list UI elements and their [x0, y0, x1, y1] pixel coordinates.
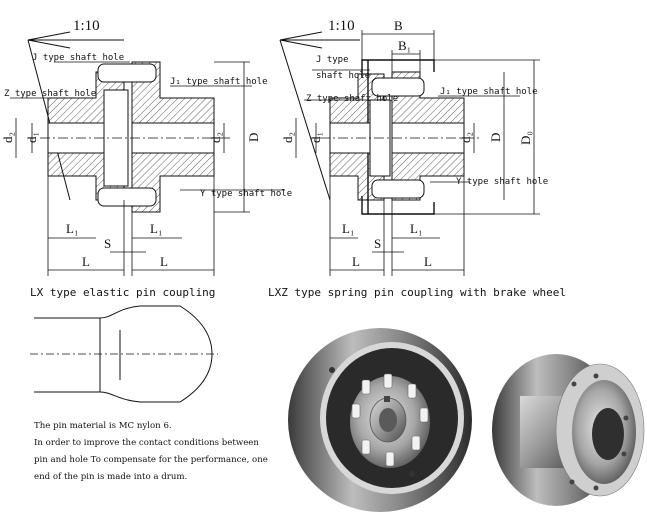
- lxz-dim-L-left: L: [352, 254, 360, 269]
- lx-caption: LX type elastic pin coupling: [30, 286, 216, 299]
- lx-label-z-hole: Z type shaft hole: [4, 89, 96, 99]
- lxz-dim-L-right: L: [424, 254, 432, 269]
- lxz-dim-L1-left: L₁: [342, 221, 354, 236]
- lx-dim-L1-left: L₁: [66, 221, 78, 236]
- lxz-coupling-drawing: 1:10 B B: [279, 18, 548, 276]
- note-line-3: pin and hole To compensate for the perfo…: [34, 455, 268, 465]
- lx-dim-d2-left: d₂: [0, 132, 15, 143]
- lxz-dim-d2-left: d₂: [280, 132, 295, 143]
- note-line-4: end of the pin is made into a drum.: [34, 472, 188, 482]
- lx-dim-d1: d₁: [24, 132, 39, 143]
- note-line-2: In order to improve the contact conditio…: [34, 438, 259, 448]
- lxz-dim-B1: B₁: [398, 38, 411, 53]
- lx-label-y-hole: Y type shaft hole: [200, 189, 292, 199]
- lxz-label-j1-hole: J₁ type shaft hole: [440, 87, 538, 97]
- lxz-label-j-hole-line1: J type: [316, 55, 349, 65]
- lxz-dim-D: D: [488, 133, 503, 142]
- lx-label-j1-hole: J₁ type shaft hole: [170, 77, 268, 87]
- lxz-dim-d2-right: d₂: [458, 132, 473, 143]
- elastic-pin-coupling-photo: [492, 354, 645, 506]
- note-line-1: The pin material is MC nylon 6.: [34, 421, 172, 431]
- lxz-dim-D0: D₀: [518, 131, 533, 145]
- lxz-taper-ratio: 1:10: [328, 18, 355, 34]
- pin-material-note: The pin material is MC nylon 6. In order…: [34, 418, 279, 486]
- lxz-label-j-hole-line2: shaft hole: [316, 71, 370, 81]
- lxz-dim-d1: d₁: [308, 132, 323, 143]
- pin-profile-drawing: [30, 305, 218, 403]
- lx-dim-D: D: [246, 133, 261, 142]
- lxz-label-y-hole: Y type shaft hole: [456, 177, 548, 187]
- lx-dim-L-left: L: [82, 254, 90, 269]
- lxz-caption: LXZ type spring pin coupling with brake …: [268, 286, 567, 299]
- lx-dim-L-right: L: [160, 254, 168, 269]
- lx-dim-S: S: [104, 236, 111, 251]
- lx-dim-L1-right: L₁: [150, 221, 162, 236]
- lx-coupling-drawing: 1:10 J type shaft hole J₁ type shaft hol…: [0, 18, 292, 276]
- lxz-label-z-hole: Z type shaft hole: [306, 94, 398, 104]
- lxz-taper-symbol: [279, 31, 360, 201]
- lxz-dim-L1-right: L₁: [410, 221, 422, 236]
- lx-taper-ratio: 1:10: [73, 18, 100, 34]
- lxz-dim-B: B: [394, 18, 403, 33]
- lx-dim-d2-right: d₂: [208, 132, 223, 143]
- brake-wheel-coupling-photo: [288, 328, 472, 512]
- lxz-dim-S: S: [374, 236, 381, 251]
- lx-label-j-hole: J type shaft hole: [32, 53, 124, 63]
